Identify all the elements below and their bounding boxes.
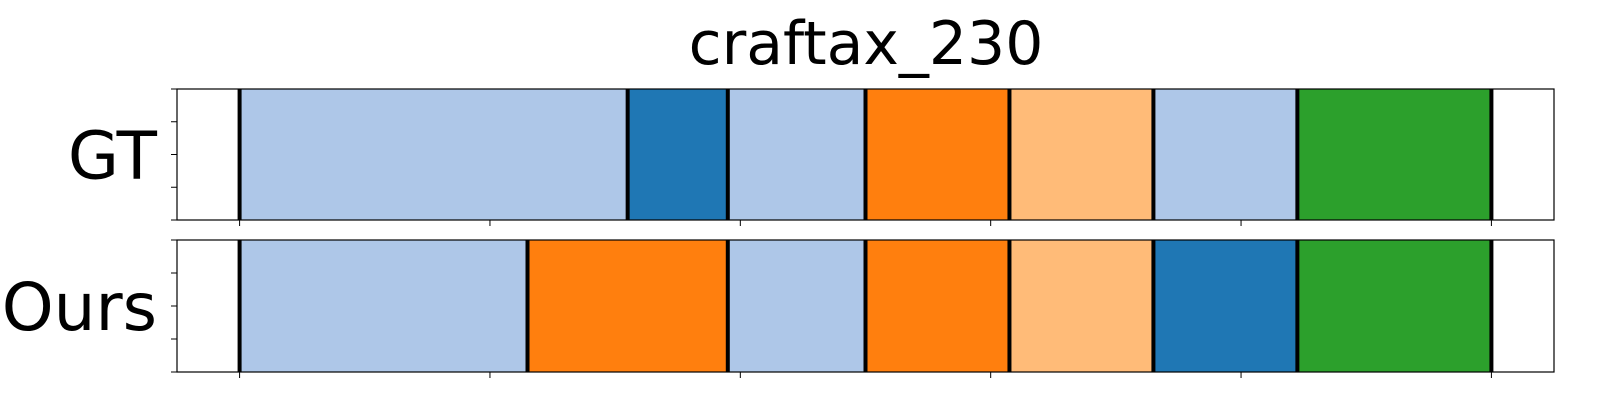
segment-ours-3 <box>865 240 1010 372</box>
segment-gt-6 <box>1297 89 1492 220</box>
panels: GT Ours <box>2 88 1555 378</box>
segment-ours-1 <box>527 240 728 372</box>
segment-ours-6 <box>1297 240 1492 372</box>
panel-gt: GT <box>68 88 1555 226</box>
segment-ours-5 <box>1153 240 1298 372</box>
row-label-gt: GT <box>68 118 158 195</box>
segment-gt-5 <box>1153 89 1298 220</box>
segment-gt-0 <box>239 89 628 220</box>
segment-gt-2 <box>727 89 866 220</box>
segment-ours-0 <box>239 240 528 372</box>
segment-ours-4 <box>1009 240 1154 372</box>
segment-gt-4 <box>1009 89 1154 220</box>
chart-title: craftax_230 <box>689 9 1044 79</box>
segment-gt-1 <box>627 89 728 220</box>
segment-gt-3 <box>865 89 1010 220</box>
row-label-ours: Ours <box>2 269 157 346</box>
segment-ours-2 <box>727 240 866 372</box>
panel-ours: Ours <box>2 239 1555 378</box>
